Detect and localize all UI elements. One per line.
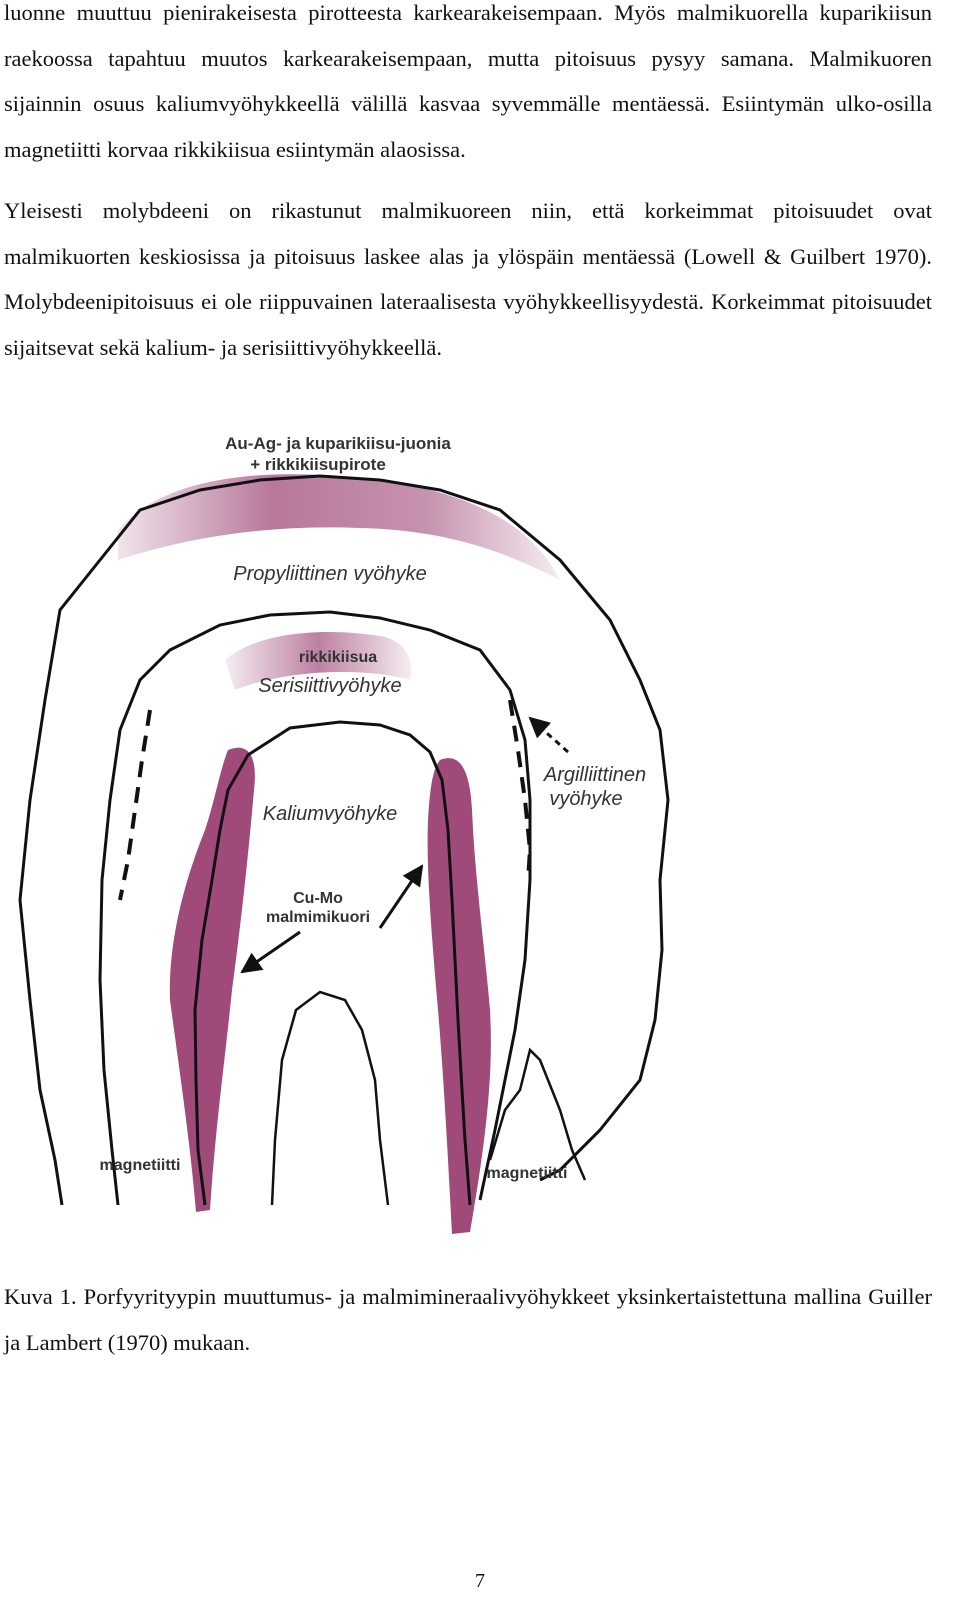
- ore-shell-left: [169, 747, 255, 1212]
- label-propylitic: Propyliittinen vyöhyke: [233, 563, 426, 585]
- label-pyrite: rikkikiisua: [299, 649, 377, 666]
- figure-svg: Au-Ag- ja kuparikiisu-juonia + rikkikiis…: [18, 434, 670, 1234]
- label-cumo-line2: malmimikuori: [266, 909, 370, 926]
- propylitic-vein-band: [118, 474, 560, 580]
- body-paragraph-2: Yleisesti molybdeeni on rikastunut malmi…: [4, 198, 932, 360]
- argillic-dashed-right: [508, 699, 533, 881]
- page-number: 7: [475, 1570, 485, 1592]
- outer-boundary: [18, 474, 670, 1206]
- label-magnetite-left: magnetiitti: [100, 1157, 181, 1174]
- body-paragraph-1: luonne muuttuu pienirakeisesta pirottees…: [4, 0, 932, 162]
- ore-shell-right: [427, 758, 491, 1234]
- cumo-arrow-left: [240, 930, 301, 974]
- potassic-boundary: [193, 720, 472, 1206]
- sericite-boundary: [98, 610, 532, 1206]
- bottom-right-fracture: [488, 1047, 587, 1181]
- argillic-dashed-left: [118, 709, 152, 901]
- label-au-ag-line2: + rikkikiisupirote: [250, 455, 386, 474]
- pyrite-band: [225, 631, 412, 690]
- figure-caption: Kuva 1. Porfyyrityypin muuttumus- ja mal…: [4, 1284, 932, 1355]
- alteration-zone-figure: Au-Ag- ja kuparikiisu-juonia + rikkikiis…: [0, 420, 960, 1280]
- label-magnetite-right: magnetiitti: [487, 1165, 568, 1182]
- label-argillic-line2: vyöhyke: [549, 788, 622, 810]
- label-cumo-line1: Cu-Mo: [293, 890, 343, 907]
- inner-core: [270, 990, 390, 1206]
- label-sericite: Serisiittivyöhyke: [258, 675, 401, 697]
- cumo-arrow-right: [378, 864, 424, 929]
- label-argillic-line1: Argilliittinen: [543, 764, 646, 786]
- label-au-ag-line1: Au-Ag- ja kuparikiisu-juonia: [225, 434, 451, 453]
- label-potassic: Kaliumvyöhyke: [263, 803, 398, 825]
- argillic-arrow: [528, 716, 570, 754]
